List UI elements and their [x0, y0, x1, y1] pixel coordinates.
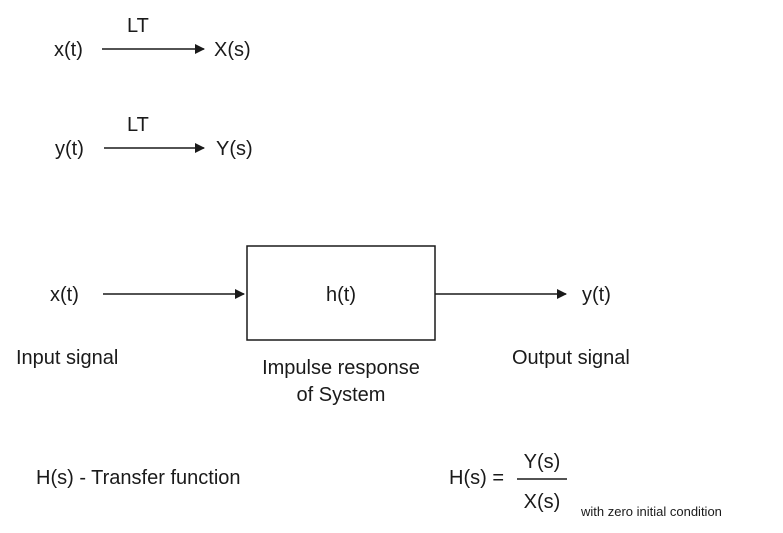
transfer-function-lhs: H(s) = — [449, 467, 504, 489]
output-signal-caption: Output signal — [512, 347, 630, 369]
laplace-operator-y: LT — [127, 114, 149, 136]
system-caption-line-2: of System — [296, 384, 386, 406]
transfer-function-numerator: Y(s) — [523, 451, 561, 473]
system-label: h(t) — [326, 284, 356, 306]
laplace-input-x: x(t) — [54, 39, 83, 61]
system-caption-line-1: Impulse response — [262, 357, 420, 379]
transfer-function-denominator: X(s) — [523, 491, 561, 513]
input-signal-label: x(t) — [50, 284, 79, 306]
output-signal-label: y(t) — [582, 284, 611, 306]
system-block — [246, 245, 436, 341]
transfer-function-definition: H(s) - Transfer function — [36, 467, 241, 489]
laplace-operator-x: LT — [127, 15, 149, 37]
laplace-output-x: X(s) — [214, 39, 251, 61]
laplace-input-y: y(t) — [55, 138, 84, 160]
laplace-output-y: Y(s) — [216, 138, 253, 160]
initial-condition-note: with zero initial condition — [581, 504, 722, 519]
input-signal-caption: Input signal — [16, 347, 119, 369]
